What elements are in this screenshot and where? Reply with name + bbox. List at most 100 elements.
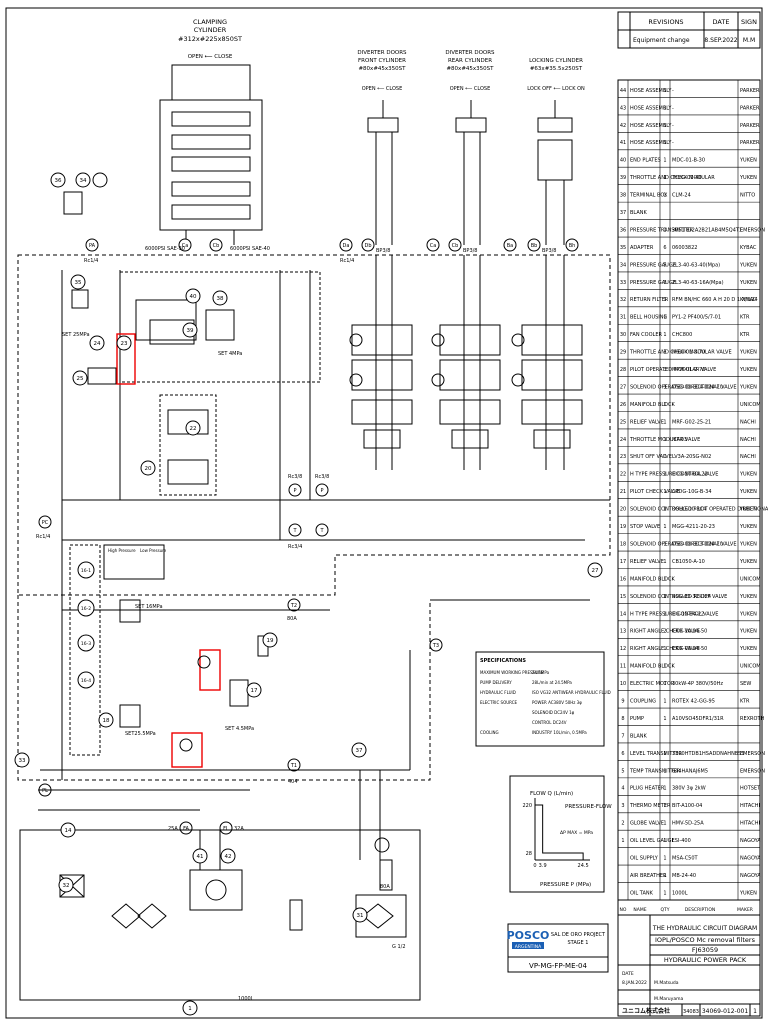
drawing-number: 34069-012-001 — [702, 1008, 749, 1015]
bom-no: 43 — [620, 105, 626, 111]
bom-maker: YUKEN — [739, 175, 757, 181]
bom-no: 22 — [620, 472, 626, 478]
bom-header-no: NO — [620, 907, 627, 913]
bom-no: 18 — [620, 541, 626, 547]
bom-name: OIL SUPPLY — [630, 856, 659, 862]
bom-maker: YUKEN — [739, 559, 757, 565]
bom-maker: HOTSET — [740, 786, 761, 792]
port-ba: Ba — [507, 243, 514, 249]
bom-description: 3051TG2A2B21AB4M5Q4T1 — [672, 227, 742, 233]
posco-logo: POSCO — [507, 929, 550, 942]
lbl-bp38b: BP3/8 — [463, 248, 478, 254]
specifications-table: SPECIFICATIONS — [475, 651, 605, 747]
callout-37: 32 — [63, 883, 70, 889]
lbl-g12: G 1/2 — [392, 944, 406, 950]
bom-no: 21 — [620, 489, 626, 495]
bom-maker: PARKER — [740, 105, 760, 111]
port-ca2: Ca — [430, 243, 437, 249]
port-cb2: Cb — [452, 243, 459, 249]
bom-no: 36 — [620, 227, 626, 233]
bom-qty: 1 — [663, 88, 666, 94]
callout-41: 41 — [197, 854, 204, 860]
port-t1: T — [292, 528, 297, 534]
bom-maker: KYBAC — [740, 297, 757, 303]
bom-qty: 1 — [663, 873, 666, 879]
drawing-frame — [5, 7, 763, 1019]
port-p1: P — [293, 488, 296, 494]
front-spec: #80x#45x350ST — [358, 66, 406, 72]
rev-row-desc: Equipment change — [633, 37, 690, 44]
bom-name: H TYPE PRESSURE CONTROL VALVE — [630, 472, 718, 478]
bom-no: 25 — [620, 419, 626, 425]
bom-description: MRF-G02-25-21 — [672, 419, 711, 425]
clamping-spec: #312x#225x850ST — [178, 35, 242, 43]
lbl-set25: SET 25MPa — [62, 332, 90, 338]
rev-header-revisions: REVISIONS — [648, 18, 683, 26]
front-title: DIVERTER DOORS — [357, 50, 407, 56]
lbl-hp: High Pressure — [108, 548, 136, 553]
drawn-by: M.Matsuda — [654, 980, 679, 986]
bom-qty: 1 — [663, 664, 666, 670]
bom-name: END PLATES — [630, 158, 661, 164]
bom-maker: NACHI — [740, 419, 756, 425]
bom-maker: YUKEN — [739, 350, 757, 356]
spec-label: ELECTRIC SOURCE — [480, 700, 518, 705]
bom-no: 20 — [620, 507, 626, 513]
main-power-pack-outline — [17, 254, 611, 596]
clamping-cylinder: CLAMPING CYLINDER #312x#225x850ST OPEN ⟵… — [159, 18, 263, 245]
bom-name: MANIFOLD BLOCK — [630, 664, 675, 670]
bom-maker: KYBAC — [740, 245, 757, 251]
bom-maker: YUKEN — [739, 890, 757, 896]
x-tick-label: 24.5 — [578, 863, 589, 869]
bom-name: PILOT CHECK VALVE — [630, 489, 680, 495]
bom-no: 3 — [621, 803, 624, 809]
lbl-set45: SET 4.5MPa — [225, 726, 254, 732]
lbl-sae40: 6000PSI SAE-40 — [230, 246, 270, 252]
rev-header-sign: SIGN — [741, 18, 757, 26]
code-number: 34083 — [683, 1009, 699, 1015]
bom-no: 28 — [620, 367, 626, 373]
spec-value: SOLENOID DC24V 1φ — [532, 710, 575, 715]
valve-stack-3 — [511, 255, 583, 470]
bom-name: PRESSURE TRANSMITTER — [630, 227, 694, 233]
callout-14: 14 — [65, 828, 72, 834]
bom-maker: NAGOYA — [740, 838, 761, 844]
lbl-set16: SET 16MPa — [135, 604, 163, 610]
bom-name: MANIFOLD BLOCK — [630, 576, 675, 582]
spec-value: 24.5MPa — [532, 670, 550, 675]
bom-qty: 1 — [663, 175, 666, 181]
bom-description: 2L3-40-63-16A(Mpa) — [672, 280, 724, 286]
bom-no: 9 — [621, 699, 624, 705]
lbl-rc38a: Rc3/8 — [288, 474, 302, 480]
callout-24: 24 — [94, 341, 101, 347]
bom-name: LEVEL TRANSMITTER — [630, 751, 683, 757]
lbl-set255: SET25.5MPa — [125, 731, 156, 737]
bom-description: CRG-03-04-50 — [672, 646, 707, 652]
callout-42: 42 — [225, 854, 232, 860]
bom-name: HOSE ASSEMBLY — [630, 88, 672, 94]
bom-description: - — [672, 123, 674, 129]
bom-description: 380V 3φ 2kW — [672, 786, 706, 792]
port-pc: PC — [42, 520, 49, 526]
bom-name: HOSE ASSEMBLY — [630, 105, 672, 111]
bom-description: - — [672, 402, 674, 408]
series-line — [535, 804, 584, 860]
